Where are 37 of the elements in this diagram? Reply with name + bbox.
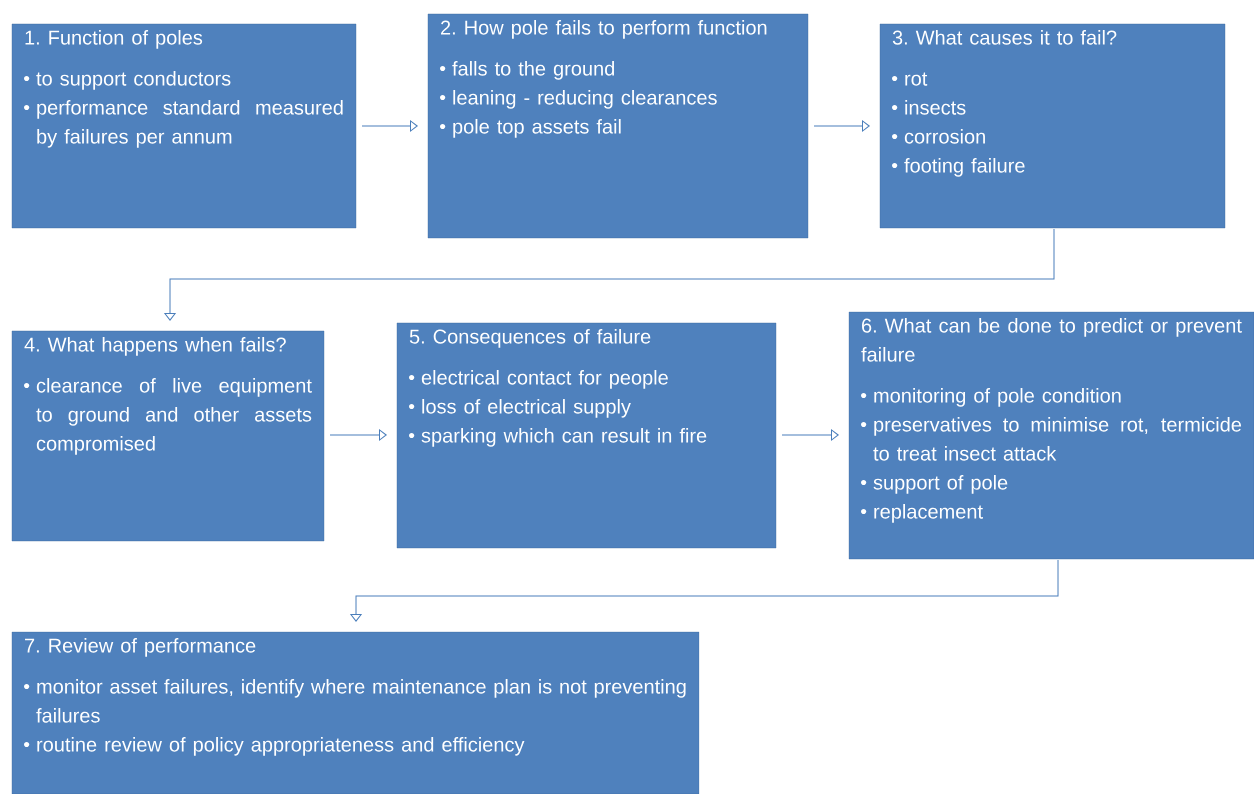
arrow [350, 559, 1059, 622]
process-box [848, 311, 1254, 560]
process-box [11, 23, 357, 229]
bullet-text: loss of electrical supply [422, 399, 631, 418]
arrow [329, 429, 387, 441]
box-heading: 5. Consequences of failure [409, 329, 651, 348]
bullet-text: falls to the ground [452, 61, 614, 80]
arrow [164, 228, 1055, 321]
process-box [427, 13, 809, 239]
box-heading: 6. What can be done to predict or prevent failure [861, 318, 1242, 362]
process-box [396, 322, 777, 549]
bullet-text: leaning - reducing clearances [453, 90, 717, 109]
box-heading: 2. How pole fails to perform function [441, 20, 767, 39]
bullet-text: rot [905, 72, 928, 86]
bullet-text: routine review of policy appropriateness and efficiency [37, 737, 525, 756]
arrow [813, 120, 870, 132]
process-box [11, 330, 325, 542]
process-box [879, 23, 1226, 229]
bullet-text: monitoring of pole condition [874, 388, 1121, 407]
bullet-text: performance standard measured by failures per annum [37, 100, 343, 148]
bullet-text: replacement [874, 504, 983, 523]
bullet-text: insects [905, 100, 966, 115]
bullet-text: footing failure [904, 158, 1025, 177]
bullet-text: pole top assets fail [453, 119, 621, 138]
box-heading: 3. What causes it to fail? [892, 30, 1117, 45]
bullet-text: to support conductors [36, 71, 231, 90]
arrow [361, 120, 418, 132]
bullet-text: support of pole [873, 475, 1008, 494]
bullet-text: clearance of live equipment to ground and other assets compromised [36, 378, 312, 455]
process-box [11, 631, 700, 794]
box-heading: 7. Review of performance [25, 638, 256, 657]
box-heading: 1. Function of poles [25, 30, 203, 49]
bullet-text: electrical contact for people [421, 370, 668, 389]
arrow [781, 429, 839, 441]
box-heading: 4. What happens when fails? [24, 337, 286, 356]
bullet-text: sparking which can result in fire [421, 428, 707, 447]
bullet-text: corrosion [904, 129, 985, 144]
